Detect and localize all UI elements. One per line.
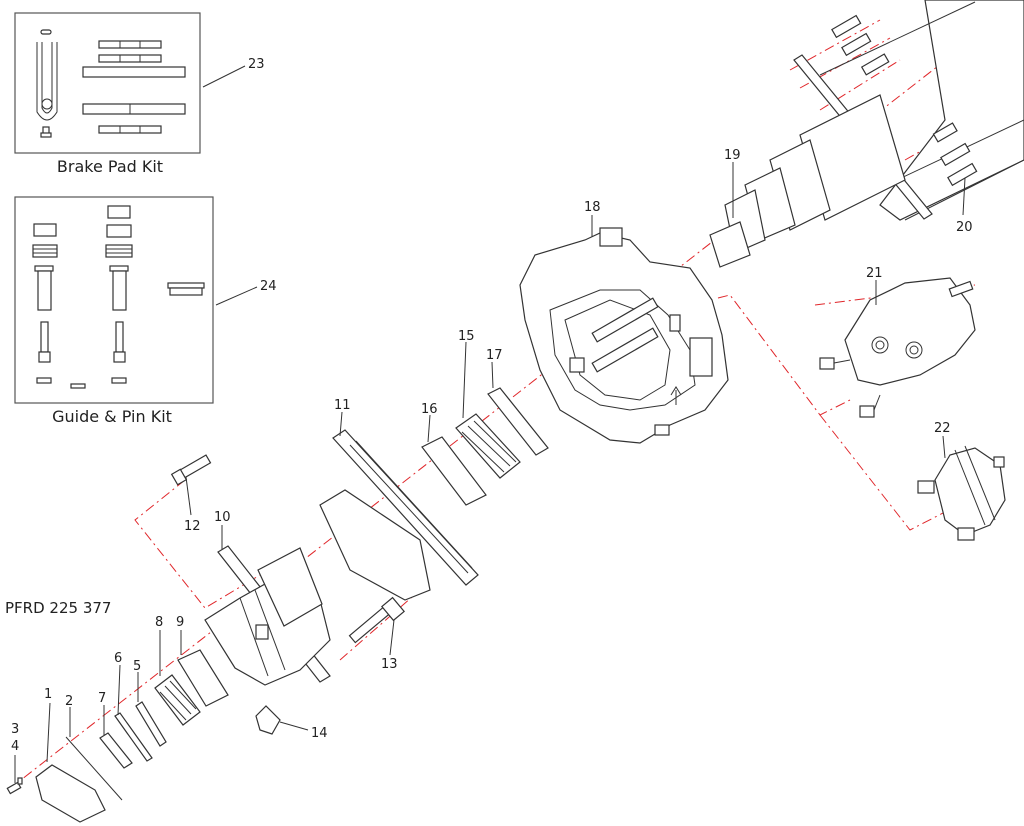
- label-5: 5: [133, 659, 141, 674]
- actuator-part-22: [917, 445, 1006, 541]
- axle-stub-part-19: [709, 0, 1024, 268]
- caliper-part-18: [519, 227, 729, 444]
- spacer-part-17: [487, 387, 549, 456]
- label-16: 16: [421, 402, 438, 417]
- screw-part-3: [6, 781, 22, 795]
- label-11: 11: [334, 398, 351, 413]
- label-10: 10: [214, 510, 231, 525]
- seal-part-9: [177, 649, 229, 707]
- seal-part-16: [421, 436, 487, 506]
- hub-cap-part-1: [35, 764, 106, 823]
- label-6: 6: [114, 651, 122, 666]
- label-18: 18: [584, 200, 601, 215]
- brake-pad-kit-caption: Brake Pad Kit: [57, 157, 163, 176]
- label-22: 22: [934, 421, 951, 436]
- hub-part-10: [204, 545, 331, 686]
- washer-part-7: [99, 732, 133, 769]
- part-code: PFRD 225 377: [5, 599, 111, 617]
- brake-disc-part-11: [319, 429, 479, 601]
- label-9: 9: [176, 615, 184, 630]
- guide-pin-kit-caption: Guide & Pin Kit: [52, 407, 172, 426]
- leader-lines: [14, 162, 966, 783]
- guide-pin-kit-box: [14, 196, 214, 404]
- label-21: 21: [866, 266, 883, 281]
- label-3: 3: [11, 722, 19, 737]
- bolt-part-12: [170, 454, 212, 486]
- label-20: 20: [956, 220, 973, 235]
- nut-part-14: [255, 705, 281, 735]
- washer-part-4: [17, 777, 23, 785]
- nut-part-5: [135, 701, 167, 747]
- label-24: 24: [260, 279, 277, 294]
- actuator-part-21: [819, 277, 976, 418]
- bearing-part-8: [154, 674, 201, 726]
- label-14: 14: [311, 726, 328, 741]
- label-13: 13: [381, 657, 398, 672]
- wheel-studs-part-20: [831, 14, 978, 187]
- label-19: 19: [724, 148, 741, 163]
- brake-pad-kit-box: [14, 12, 201, 154]
- label-12: 12: [184, 519, 201, 534]
- label-2: 2: [65, 694, 73, 709]
- label-15: 15: [458, 329, 475, 344]
- label-17: 17: [486, 348, 503, 363]
- label-23: 23: [248, 57, 265, 72]
- bearing-part-15: [455, 413, 521, 479]
- label-4: 4: [11, 739, 19, 754]
- bolt-part-13: [348, 596, 405, 644]
- label-1: 1: [44, 687, 52, 702]
- label-8: 8: [155, 615, 163, 630]
- label-7: 7: [98, 691, 106, 706]
- gasket-part-2: [65, 736, 123, 801]
